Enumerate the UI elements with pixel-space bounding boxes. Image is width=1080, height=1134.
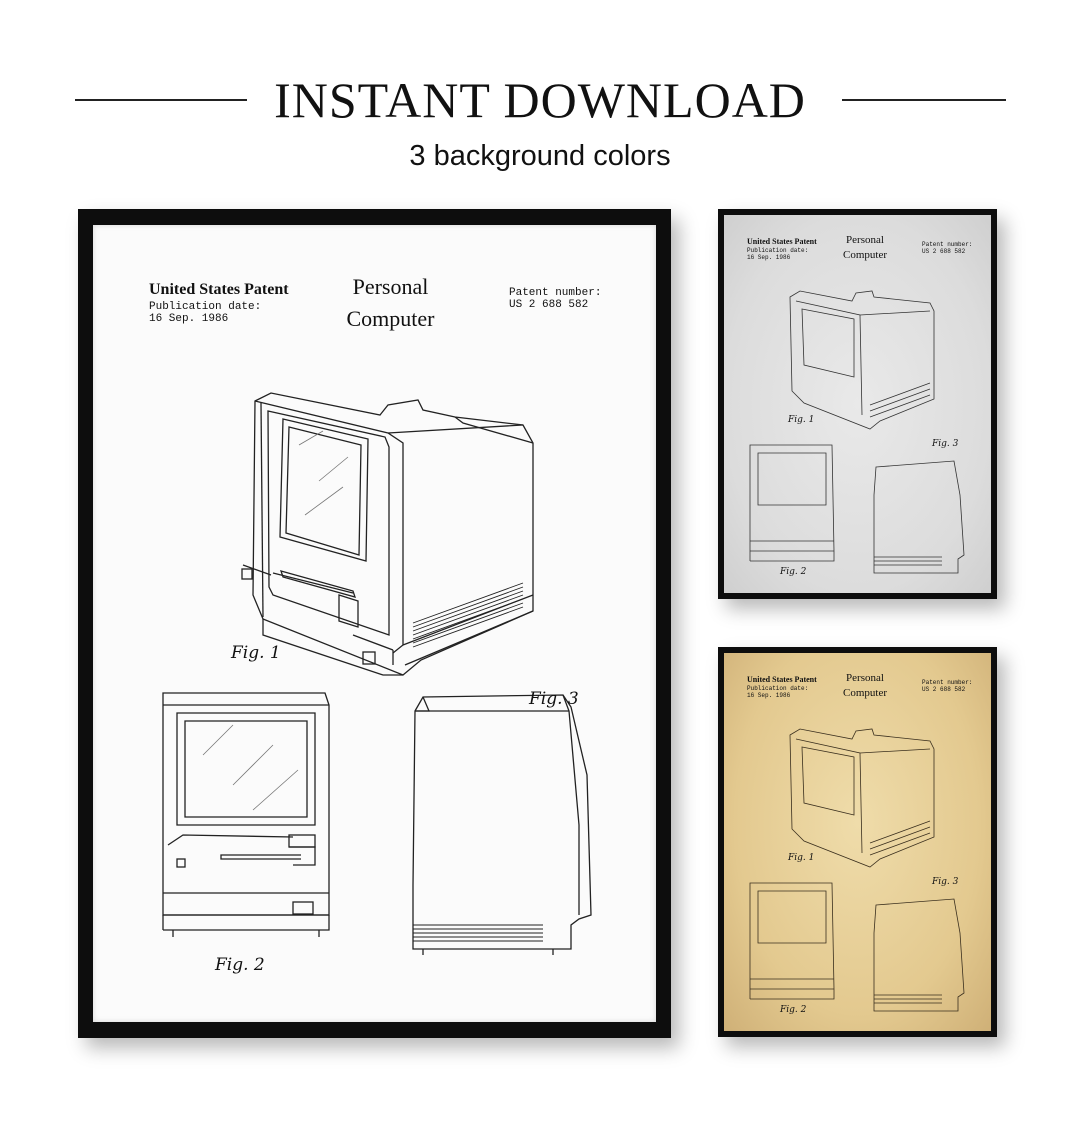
gray-title-line1: Personal [846, 234, 884, 246]
poster-paper-white: United States Patent Publication date: 1… [93, 225, 656, 1022]
gray-fig2-label: Fig. 2 [780, 567, 807, 577]
gray-number-label: Patent number: [922, 241, 973, 248]
gray-header-left: United States Patent Publication date: 1… [747, 237, 817, 261]
poster-frame-gray: United States Patent Publication date: 1… [718, 209, 997, 599]
poster-paper-gray: United States Patent Publication date: 1… [724, 215, 991, 593]
page-subtitle: 3 background colors [409, 140, 671, 172]
patent-number-label: Patent number: [509, 287, 602, 299]
parchment-number-label: Patent number: [922, 679, 973, 686]
gray-header-right: Patent number: US 2 688 582 [922, 241, 972, 255]
page-title: INSTANT DOWNLOAD [274, 72, 806, 128]
fig3-label: Fig. 3 [529, 689, 579, 709]
gray-patent-drawings [749, 290, 965, 574]
gray-fig1-label: Fig. 1 [788, 415, 815, 425]
fig3-drawing [412, 694, 592, 955]
parchment-title-line2: Computer [843, 687, 887, 699]
parchment-patent-label: United States Patent [747, 675, 817, 684]
poster-frame-parchment: United States Patent Publication date: 1… [718, 647, 997, 1037]
gray-fig3-label: Fig. 3 [932, 439, 959, 449]
patent-header-left: United States Patent Publication date: 1… [149, 281, 289, 325]
parchment-fig3-label: Fig. 3 [932, 877, 959, 887]
parchment-title: Personal Computer [832, 671, 898, 701]
poster-frame-white: United States Patent Publication date: 1… [78, 209, 671, 1038]
patent-label: United States Patent [149, 281, 289, 298]
header-rule-left [75, 99, 247, 101]
fig2-label: Fig. 2 [215, 955, 265, 975]
publication-label: Publication date: [149, 301, 262, 313]
poster-paper-parchment: United States Patent Publication date: 1… [724, 653, 991, 1031]
parchment-publication-date: 16 Sep. 1986 [747, 692, 791, 699]
patent-title: Personal Computer [333, 271, 448, 335]
parchment-title-line1: Personal [846, 672, 884, 684]
patent-number: US 2 688 582 [509, 299, 589, 311]
parchment-number: US 2 688 582 [922, 686, 966, 693]
patent-drawings [162, 392, 592, 955]
gray-title: Personal Computer [832, 233, 898, 263]
parchment-header-left: United States Patent Publication date: 1… [747, 675, 817, 699]
gray-number: US 2 688 582 [922, 248, 966, 255]
header-rule-right [842, 99, 1006, 101]
gray-publication-date: 16 Sep. 1986 [747, 254, 791, 261]
patent-title-line1: Personal [352, 274, 429, 299]
parchment-header-right: Patent number: US 2 688 582 [922, 679, 972, 693]
gray-title-line2: Computer [843, 249, 887, 261]
fig2-drawing [162, 692, 330, 937]
parchment-publication-label: Publication date: [747, 685, 809, 692]
patent-header-right: Patent number: US 2 688 582 [509, 287, 601, 311]
parchment-fig2-label: Fig. 2 [780, 1005, 807, 1015]
patent-title-line2: Computer [346, 306, 435, 331]
publication-date: 16 Sep. 1986 [149, 313, 229, 325]
gray-publication-label: Publication date: [747, 247, 809, 254]
fig1-drawing [241, 392, 534, 676]
gray-patent-label: United States Patent [747, 237, 817, 246]
parchment-fig1-label: Fig. 1 [788, 853, 815, 863]
parchment-patent-drawings [749, 728, 965, 1012]
fig1-label: Fig. 1 [231, 643, 281, 663]
